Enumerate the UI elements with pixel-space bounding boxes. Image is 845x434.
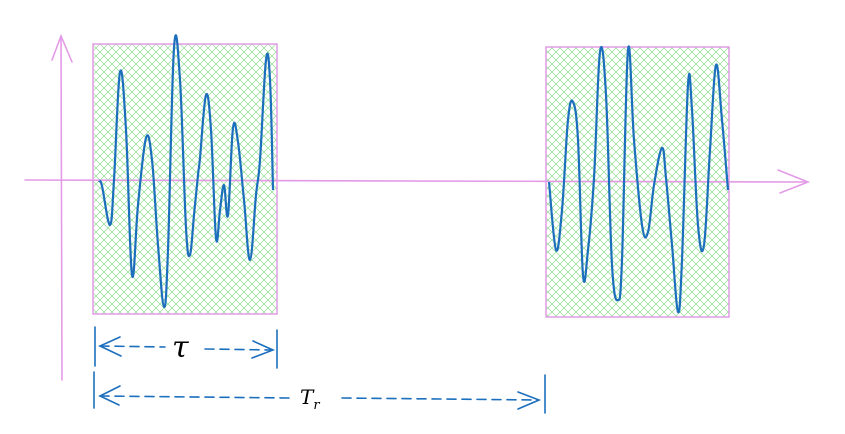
signal-waveform-pulse-2 — [547, 45, 730, 314]
horizontal-axis — [24, 169, 811, 194]
period-label: Tr — [300, 385, 320, 413]
pulse-width-dimension — [94, 326, 278, 369]
vertical-axis — [51, 33, 73, 381]
period-label-main: T — [300, 385, 315, 409]
period-label-subscript: r — [313, 398, 320, 413]
period-dimension — [93, 371, 546, 414]
signal-waveform-pulse-1 — [98, 34, 275, 309]
pulse-width-label: τ — [172, 330, 189, 365]
